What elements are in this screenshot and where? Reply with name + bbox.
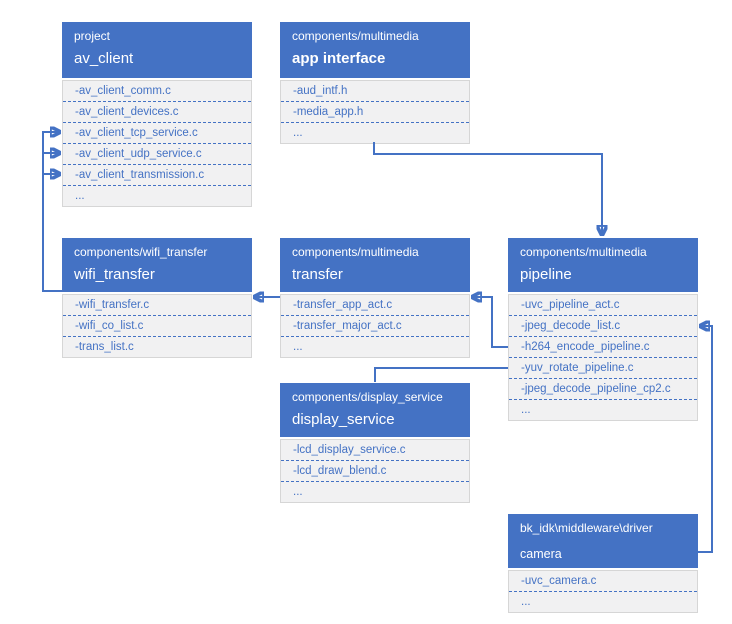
- node-camera-files: -uvc_camera.c ...: [508, 570, 698, 613]
- node-av-client-header: project av_client: [62, 22, 252, 78]
- node-camera: bk_idk\middleware\driver camera -uvc_cam…: [508, 514, 698, 613]
- file-item: -lcd_display_service.c: [281, 440, 469, 461]
- node-title: display_service: [292, 411, 395, 428]
- node-display-service-files: -lcd_display_service.c -lcd_draw_blend.c…: [280, 439, 470, 503]
- node-pipeline-files: -uvc_pipeline_act.c -jpeg_decode_list.c …: [508, 294, 698, 421]
- file-item: -av_client_devices.c: [63, 102, 251, 123]
- connector-wifi-transfer-to-av-client-tcp: [42, 132, 62, 292]
- connector-camera-to-pipeline-jpeg-decode-list: [698, 326, 713, 553]
- file-item: -transfer_app_act.c: [281, 295, 469, 316]
- node-av-client-files: -av_client_comm.c -av_client_devices.c -…: [62, 80, 252, 207]
- connector-app-interface-to-pipeline: [373, 142, 602, 236]
- node-wifi-transfer-header: components/wifi_transfer wifi_transfer: [62, 238, 252, 292]
- connector-pipeline-yuv-to-display-service: [374, 367, 508, 382]
- node-path: bk_idk\middleware\driver: [520, 521, 653, 535]
- file-item: -av_client_tcp_service.c: [63, 123, 251, 144]
- node-title: wifi_transfer: [74, 266, 155, 283]
- node-title: pipeline: [520, 266, 572, 283]
- node-display-service-header: components/display_service display_servi…: [280, 383, 470, 437]
- node-title: camera: [520, 547, 562, 561]
- node-path: components/multimedia: [292, 29, 419, 43]
- file-item: -uvc_pipeline_act.c: [509, 295, 697, 316]
- file-item: -av_client_udp_service.c: [63, 144, 251, 165]
- node-title: av_client: [74, 50, 134, 67]
- connector-pipeline-h264-to-transfer: [471, 297, 508, 348]
- file-item-ellipsis: ...: [293, 486, 303, 498]
- node-transfer-header: components/multimedia transfer: [280, 238, 470, 292]
- node-pipeline: components/multimedia pipeline -uvc_pipe…: [508, 238, 698, 421]
- file-item: -transfer_major_act.c: [281, 316, 469, 337]
- node-app-interface-files: -aud_intf.h -media_app.h ...: [280, 80, 470, 144]
- file-item: -av_client_transmission.c: [63, 165, 251, 186]
- node-pipeline-header: components/multimedia pipeline: [508, 238, 698, 292]
- file-item-ellipsis: ...: [521, 404, 531, 416]
- node-path: components/multimedia: [520, 245, 647, 259]
- node-path: components/multimedia: [292, 245, 419, 259]
- file-item-ellipsis: ...: [293, 127, 303, 139]
- node-wifi-transfer-files: -wifi_transfer.c -wifi_co_list.c -trans_…: [62, 294, 252, 358]
- node-path: components/wifi_transfer: [74, 245, 208, 259]
- node-av-client: project av_client -av_client_comm.c -av_…: [62, 22, 252, 207]
- file-item: -lcd_draw_blend.c: [281, 461, 469, 482]
- node-path: components/display_service: [292, 390, 443, 404]
- file-item: -jpeg_decode_pipeline_cp2.c: [509, 379, 697, 400]
- node-app-interface-header: components/multimedia app interface: [280, 22, 470, 78]
- node-title: app interface: [292, 50, 386, 67]
- node-camera-header: bk_idk\middleware\driver camera: [508, 514, 698, 568]
- file-item: -uvc_camera.c: [509, 571, 697, 592]
- file-item: -h264_encode_pipeline.c: [509, 337, 697, 358]
- node-display-service: components/display_service display_servi…: [280, 383, 470, 503]
- node-wifi-transfer: components/wifi_transfer wifi_transfer -…: [62, 238, 252, 358]
- node-path: project: [74, 29, 111, 43]
- file-item-ellipsis: ...: [293, 341, 303, 353]
- file-item: -trans_list.c: [75, 341, 134, 353]
- node-app-interface: components/multimedia app interface -aud…: [280, 22, 470, 144]
- file-item: -av_client_comm.c: [63, 81, 251, 102]
- node-transfer: components/multimedia transfer -transfer…: [280, 238, 470, 358]
- file-item-ellipsis: ...: [521, 596, 531, 608]
- file-item: -wifi_transfer.c: [63, 295, 251, 316]
- file-item-ellipsis: ...: [75, 190, 85, 202]
- node-title: transfer: [292, 266, 343, 283]
- file-item: -wifi_co_list.c: [63, 316, 251, 337]
- node-transfer-files: -transfer_app_act.c -transfer_major_act.…: [280, 294, 470, 358]
- file-item: -yuv_rotate_pipeline.c: [509, 358, 697, 379]
- file-item: -jpeg_decode_list.c: [509, 316, 697, 337]
- file-item: -aud_intf.h: [281, 81, 469, 102]
- file-item: -media_app.h: [281, 102, 469, 123]
